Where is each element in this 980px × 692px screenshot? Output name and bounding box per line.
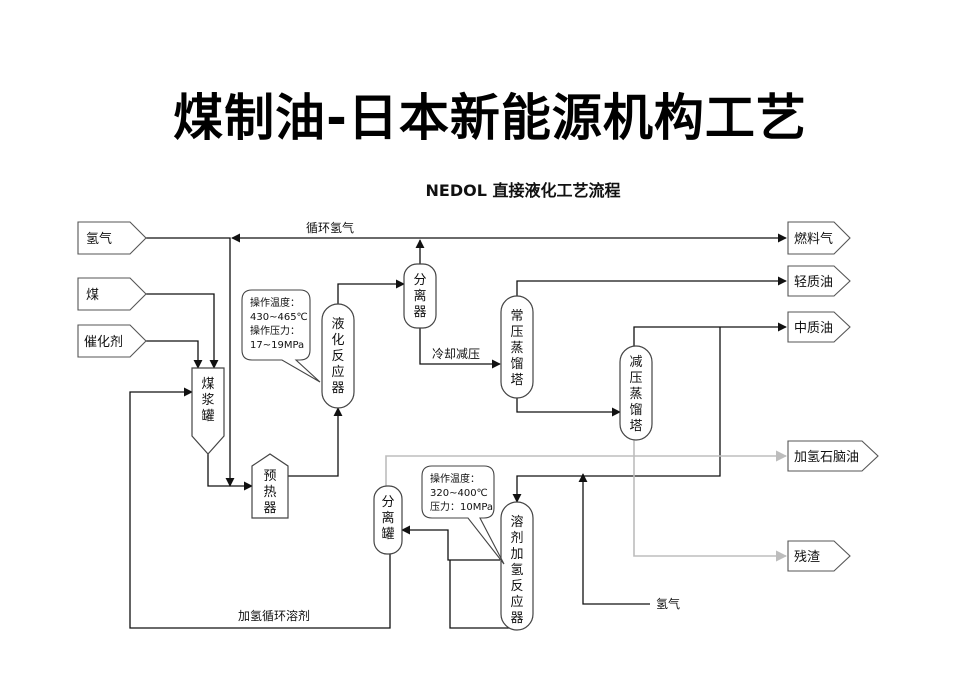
solvent-cond-line-3: 压力：10MPa <box>430 500 493 513</box>
line-atm-to-vac-tower <box>516 398 621 417</box>
separator-1-label: 分离器 <box>413 273 426 320</box>
solvent-reactor <box>500 501 534 631</box>
line-catalyst-feed <box>146 340 203 369</box>
line-separator-to-atm-tower <box>419 328 501 369</box>
output-naphtha-label: 加氢石脑油 <box>794 450 859 465</box>
hydrogen-feed-label: 氢气 <box>656 596 680 611</box>
line-hydrogen-to-solvent-reactor <box>578 473 650 605</box>
gray-flow-lines <box>385 440 788 562</box>
input-coal-box <box>77 277 147 311</box>
line-medium-oil-to-solvent-reactor <box>512 327 721 503</box>
line-hydrogen-feed <box>146 237 235 487</box>
atmospheric-tower <box>500 295 534 399</box>
input-coal-label: 煤 <box>86 288 99 303</box>
atmospheric-tower-label: 常压蒸馏塔 <box>510 309 523 388</box>
reactor-conditions-callout <box>241 289 321 383</box>
line-slurry-to-preheater <box>207 454 253 491</box>
separator-1 <box>403 263 437 329</box>
separator-tank-label: 分离罐 <box>381 495 394 542</box>
reactor-cond-line-2: 430~465℃ <box>250 312 308 323</box>
preheater <box>251 453 289 519</box>
output-fuel-gas-box <box>787 221 851 255</box>
solvent-reactor-label: 溶剂加氢反应器 <box>510 515 523 626</box>
line-atm-to-light-oil <box>516 276 787 296</box>
line-residue <box>633 440 788 562</box>
output-medium-oil-box <box>787 311 851 343</box>
line-recycle-solvent <box>129 387 391 629</box>
cool-depress-label: 冷却减压 <box>432 347 480 361</box>
output-residue-box <box>787 540 851 572</box>
diagram-title: NEDOL 直接液化工艺流程 <box>426 181 621 200</box>
input-hydrogen-label: 氢气 <box>86 231 112 247</box>
separator-tank <box>373 485 403 555</box>
solvent-cond-line-1: 操作温度： <box>430 472 480 485</box>
output-fuel-gas-label: 燃料气 <box>794 231 833 247</box>
flow-lines <box>129 233 787 629</box>
liquefaction-reactor <box>321 303 355 409</box>
reactor-cond-line-4: 17~19MPa <box>250 340 304 351</box>
slide-title: 煤制油-日本新能源机构工艺 <box>173 89 807 147</box>
line-reactor-to-separator <box>337 279 405 304</box>
output-naphtha-box <box>787 440 879 472</box>
line-vac-to-medium-oil <box>633 322 787 346</box>
reactor-cond-line-1: 操作温度： <box>250 296 300 309</box>
recycle-hydrogen-label: 循环氢气 <box>306 220 354 235</box>
slurry-tank <box>191 367 225 455</box>
recycle-solvent-label: 加氢循环溶剂 <box>238 608 310 623</box>
line-solvent-reactor-bottom <box>449 560 517 629</box>
liquefaction-reactor-label: 液化反应器 <box>331 317 344 396</box>
output-light-oil-label: 轻质油 <box>794 275 833 290</box>
vacuum-tower <box>619 345 653 441</box>
line-solvent-reactor-to-sep-tank <box>401 525 500 561</box>
line-coal-feed <box>146 293 219 369</box>
input-hydrogen-box <box>77 221 147 255</box>
slurry-tank-label: 煤浆罐 <box>201 377 214 424</box>
output-medium-oil-label: 中质油 <box>794 321 833 336</box>
input-catalyst-box <box>77 324 147 358</box>
input-catalyst-label: 催化剂 <box>84 335 123 350</box>
line-naphtha <box>385 450 788 486</box>
solvent-cond-line-2: 320~400℃ <box>430 488 488 499</box>
preheater-label: 预热器 <box>263 469 276 516</box>
vacuum-tower-label: 减压蒸馏塔 <box>629 355 642 434</box>
output-residue-label: 残渣 <box>794 550 820 565</box>
solvent-conditions-callout <box>421 465 505 565</box>
line-preheater-to-reactor <box>288 407 343 477</box>
output-light-oil-box <box>787 265 851 297</box>
reactor-cond-line-3: 操作压力： <box>250 324 300 337</box>
